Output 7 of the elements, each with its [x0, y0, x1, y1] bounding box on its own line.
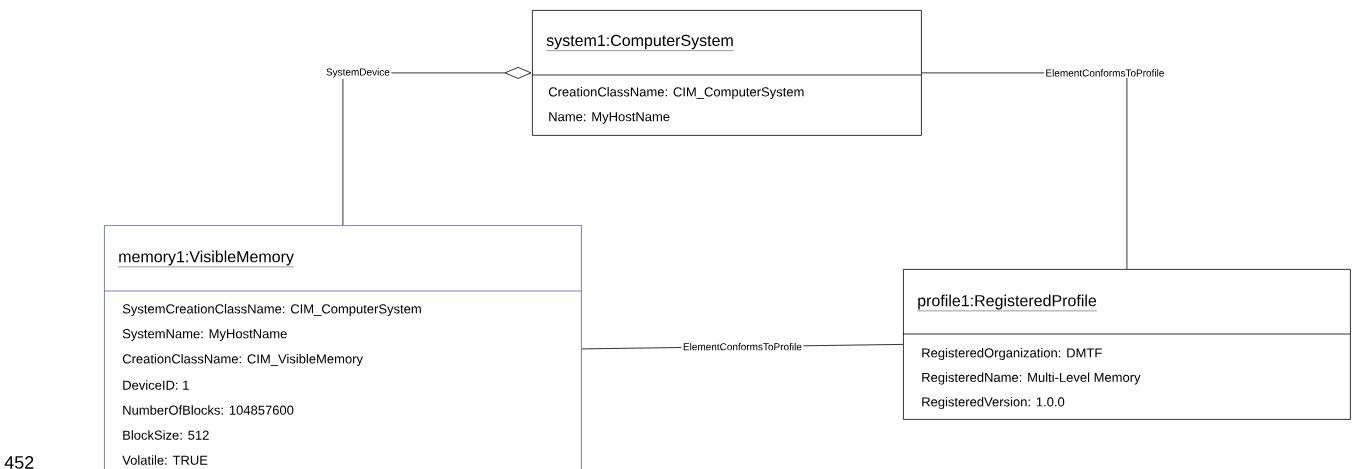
page-number: 452 [4, 456, 34, 469]
edge-label: ElementConformsToProfile [1046, 69, 1164, 77]
object-box: system1:ComputerSystem CreationClassName: CIM_ComputerSystem Name: MyHostName [531, 10, 922, 136]
object-box: memory1:VisibleMemory SystemCreationClassName: CIM_ComputerSystem SystemName: MyHostName CreationClassName: CIM_VisibleMemory DeviceID: 1 NumberOfBlocks: 104857600 BlockSize: 512 Volatile: TRUE [103, 225, 582, 469]
edge-label: ElementConformsToProfile [683, 343, 802, 351]
object-box: profile1:RegisteredProfile RegisteredOrganization: DMTF RegisteredName: Multi-Level Memory RegisteredVersion: 1.0.0 [902, 269, 1351, 420]
edge-label: SystemDevice [326, 68, 390, 78]
